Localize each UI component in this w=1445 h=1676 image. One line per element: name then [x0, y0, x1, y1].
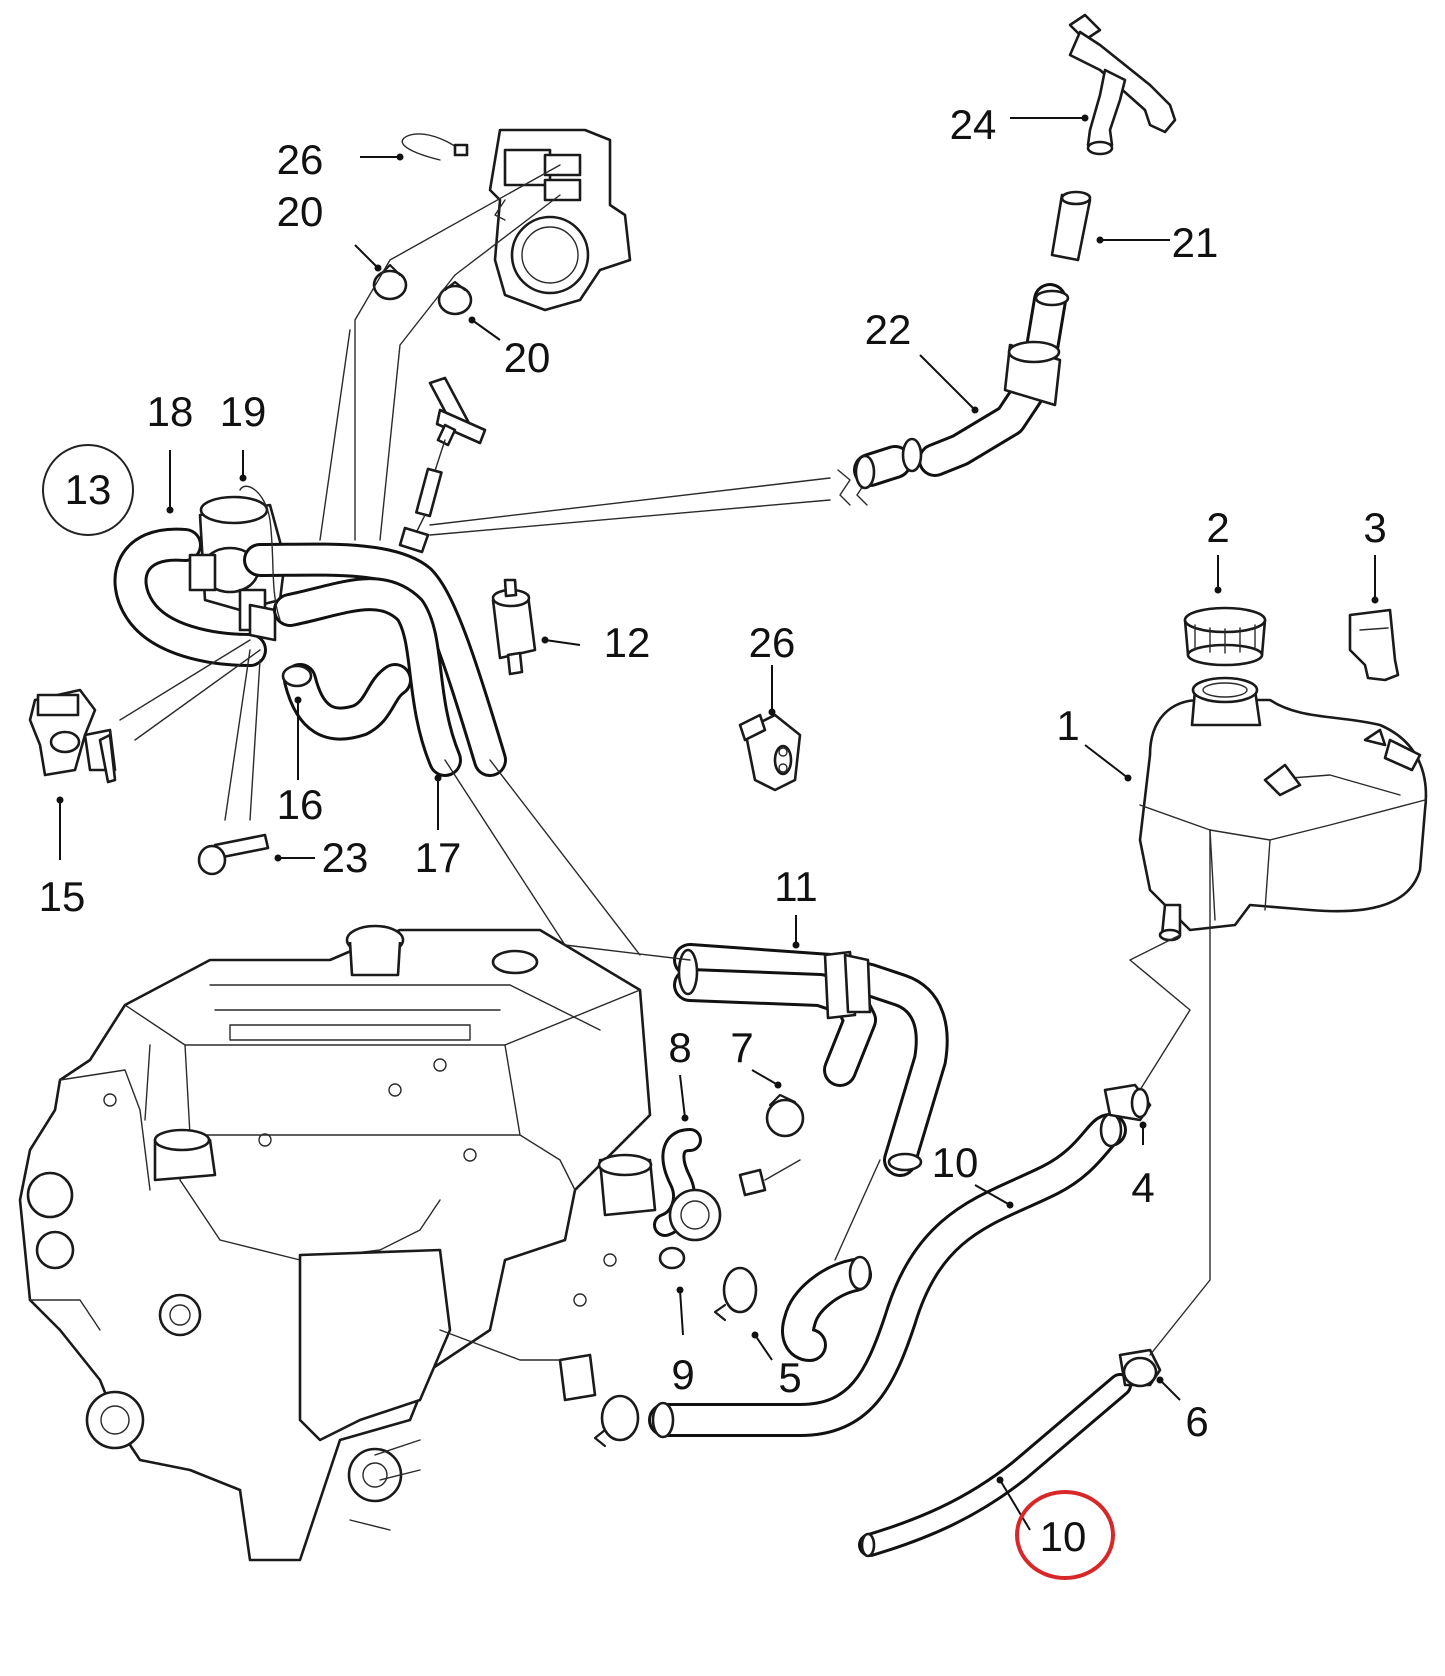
callout-18: 17 — [414, 834, 462, 881]
wire-clip-25 — [401, 133, 461, 161]
callout-19: 19 — [219, 388, 267, 435]
hose-clamp-6 — [1118, 1348, 1162, 1388]
callout-4: 4 — [1131, 1164, 1155, 1211]
callout-14: 12 — [603, 619, 651, 666]
callout-7: 7 — [730, 1024, 754, 1071]
coupler-21 — [1050, 190, 1092, 262]
callout-16: 16 — [276, 781, 324, 828]
tank-cap-2 — [1183, 606, 1267, 667]
hose-11 — [648, 1112, 1127, 1439]
callout-12: 11 — [774, 863, 818, 910]
callout-20-upper: 20 — [276, 188, 324, 235]
callout-3: 3 — [1363, 504, 1387, 551]
callout-5: 5 — [778, 1354, 802, 1401]
callout-23: 23 — [321, 834, 369, 881]
bolt-23 — [197, 833, 270, 876]
hose-clamp-20b — [437, 280, 473, 316]
expansion-tank-1 — [1138, 676, 1428, 942]
hose-clamp-lower — [593, 1394, 640, 1448]
sensor-26 — [738, 713, 802, 792]
hose-22 — [853, 283, 1070, 490]
callout-17: 18 — [146, 388, 194, 435]
callout-leaders — [56, 114, 1379, 1531]
vacuum-tee-connector — [428, 376, 487, 447]
callout-22: 22 — [864, 306, 912, 353]
hose-clamp-4 — [1103, 1083, 1152, 1122]
callout-26: 26 — [748, 619, 796, 666]
callout-21: 21 — [1171, 219, 1219, 266]
hose-clamp-5 — [713, 1266, 758, 1322]
callout-20-lower: 20 — [503, 334, 551, 381]
callout-11: 10 — [931, 1139, 979, 1186]
callout-1: 1 — [1056, 702, 1080, 749]
tee-connector-24 — [1068, 13, 1177, 156]
group-callout-13: 13 — [42, 444, 134, 536]
hose-10 — [858, 1373, 1132, 1558]
hose-clamp-7 — [765, 1093, 805, 1138]
callout-6: 6 — [1185, 1398, 1209, 1445]
hose-clamp-9 — [658, 1246, 686, 1270]
check-valve-14 — [491, 578, 537, 676]
callout-15: 15 — [38, 873, 86, 920]
callout-10: 10 — [1039, 1513, 1087, 1560]
solenoid-bracket — [488, 128, 632, 312]
hose-8 — [653, 1128, 801, 1242]
hose-5 — [781, 1255, 872, 1362]
callout-25: 26 — [276, 136, 324, 183]
callout-2: 2 — [1206, 504, 1230, 551]
bypass-valve-assembly — [113, 485, 507, 821]
engine-block — [18, 924, 657, 1562]
solenoid-valve-15 — [28, 688, 117, 784]
retaining-clip-3 — [1348, 608, 1400, 682]
callout-9: 9 — [671, 1351, 695, 1398]
hose-12 — [673, 943, 949, 1177]
callout-24: 24 — [949, 101, 997, 148]
callout-8: 8 — [668, 1024, 692, 1071]
